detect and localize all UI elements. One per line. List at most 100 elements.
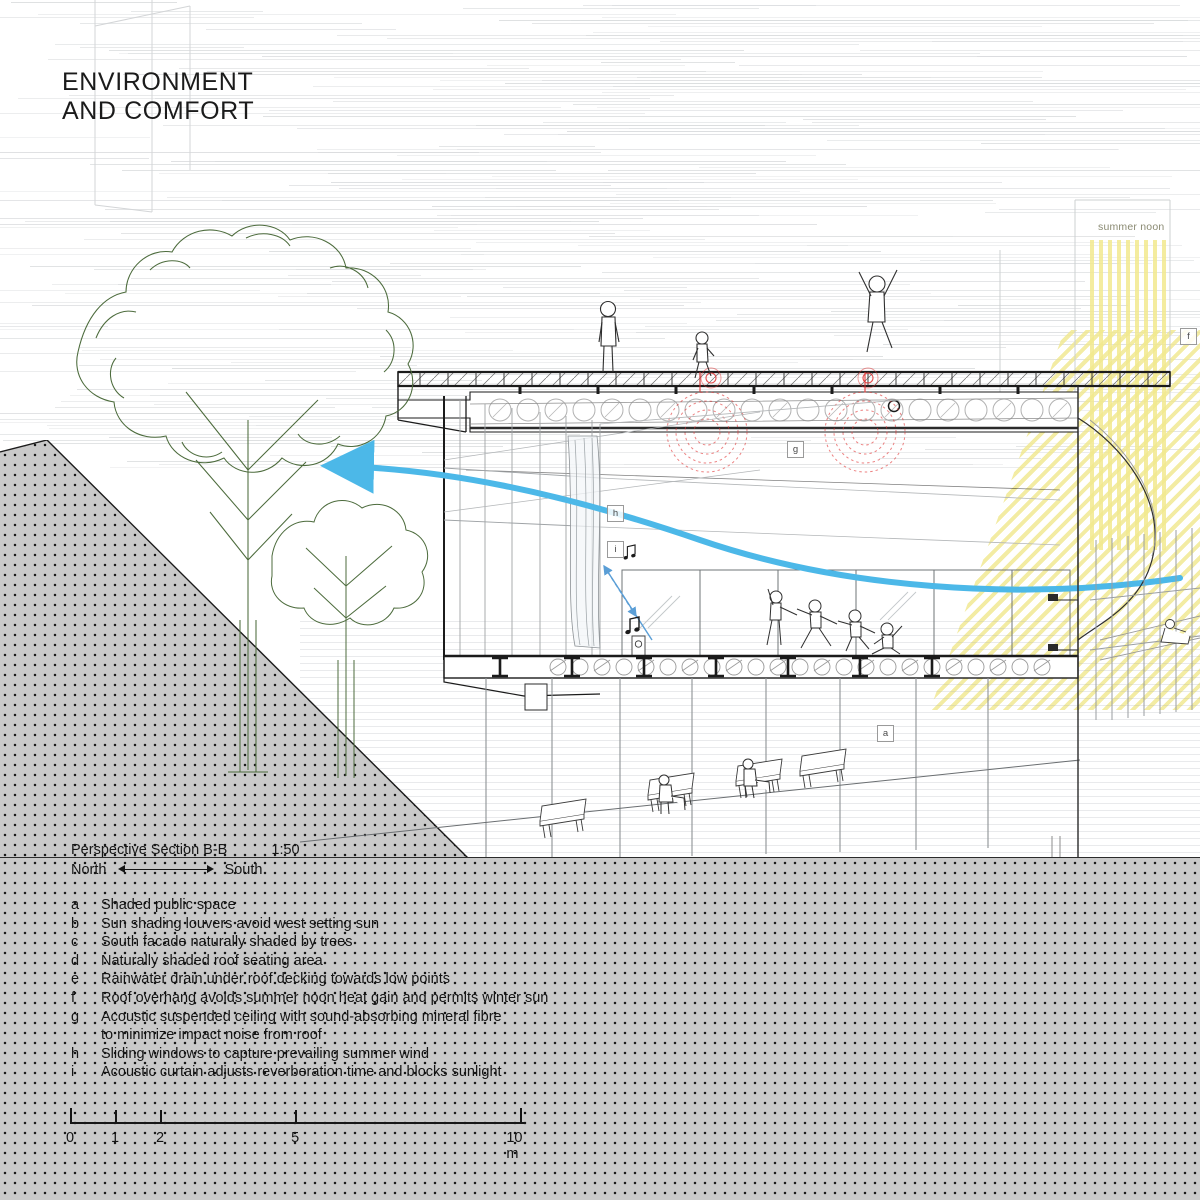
sky-hatch-line (0, 371, 356, 372)
legend-item-key: g (71, 1008, 80, 1025)
scale-tick (160, 1110, 162, 1123)
sky-hatch-line (38, 14, 677, 15)
ceiling-hangers (518, 386, 1020, 394)
ground-line (0, 857, 1200, 858)
sky-hatch-line (79, 365, 417, 366)
sky-hatch-line (171, 368, 975, 369)
legend-item-text: Roof overhang avoids summer noon heat ga… (101, 989, 549, 1006)
sky-hatch-line (980, 143, 1200, 144)
service-core-right (1048, 386, 1079, 860)
legend-item-key: f (71, 989, 76, 1006)
sky-hatch-line (118, 284, 331, 285)
sky-hatch-line (54, 44, 859, 45)
sky-hatch-line (610, 347, 1007, 348)
sky-hatch-line (0, 191, 800, 192)
callout-marker-h: h (607, 505, 624, 522)
sky-hatch-line (636, 77, 1042, 78)
sky-hatch-line (602, 92, 1200, 93)
sky-hatch-line (660, 41, 1184, 42)
sky-hatch-line (288, 185, 611, 186)
sky-hatch-line (698, 167, 1110, 168)
direction-arrow-icon (117, 864, 214, 874)
drawing-caption: Perspective Section B-B 1:50 North South (71, 840, 300, 880)
sky-hatch-line (984, 212, 1156, 213)
tree-small (270, 500, 428, 778)
sky-hatch-line (755, 263, 1152, 264)
sky-hatch-line (616, 194, 1200, 195)
sky-hatch-line (93, 269, 474, 270)
sky-hatch-line (499, 20, 1189, 21)
scale-bar-line (70, 1122, 525, 1124)
legend-item-text: Rainwater drain under roof decking towar… (101, 971, 450, 988)
sky-hatch-line (563, 452, 1121, 453)
sky-hatch-line (607, 170, 1200, 171)
sky-hatch-line (449, 317, 1200, 318)
sky-hatch-line (806, 245, 1182, 246)
sky-hatch-line (292, 224, 477, 225)
sky-hatch-line (0, 422, 764, 423)
sky-hatch-line (108, 50, 745, 51)
sky-hatch-line (261, 56, 1131, 57)
sky-hatch-line (944, 320, 1104, 321)
legend-item-key: e (71, 971, 80, 988)
sky-hatch-line (306, 293, 601, 294)
sky-hatch-line (357, 308, 1081, 309)
sky-hatch-line (328, 173, 756, 174)
sky-hatch-line (640, 299, 1200, 300)
sky-hatch-line (463, 8, 760, 9)
sky-hatch-line (487, 65, 685, 66)
scale-tick-label: 2 (156, 1130, 165, 1146)
sky-hatch-line (566, 131, 1200, 132)
rooftop-figures (598, 269, 898, 379)
acoustic-impact-ripples (666, 367, 906, 473)
sky-hatch-line (496, 188, 668, 189)
sky-hatch-line (503, 134, 1200, 135)
sky-hatch-line (919, 260, 1194, 261)
sky-hatch-line (624, 290, 1200, 291)
sky-hatch-line (48, 428, 737, 429)
sky-hatch-line (505, 83, 1200, 84)
scale-tick-label: 5 (291, 1130, 300, 1146)
sky-hatch-line (577, 245, 849, 246)
sky-hatch-line (51, 284, 910, 285)
legend-item-text: Naturally shaded roof seating area (101, 952, 323, 969)
roof-west-end (397, 386, 467, 433)
legend-item-text: South facade naturally shaded by trees (101, 934, 353, 951)
sky-hatch-line (376, 467, 1105, 468)
callout-marker-i: i (607, 541, 624, 558)
sky-hatch-line (0, 17, 254, 18)
ground-fill (0, 858, 1200, 1200)
legend-item-text: Sun shading louvers avoid west setting s… (101, 915, 380, 932)
sky-hatch-line (0, 113, 646, 114)
structure-perspective-lines (443, 399, 1061, 546)
sky-hatch-line (0, 338, 665, 339)
sky-hatch-line (716, 320, 1165, 321)
scale-tick (295, 1110, 297, 1123)
sky-hatch-line (313, 86, 821, 87)
tree-large (76, 224, 414, 773)
sky-hatch-line (168, 383, 607, 384)
sky-hatch-line (154, 98, 651, 99)
sky-hatching (0, 0, 1200, 470)
sky-hatch-line (277, 296, 462, 297)
sky-hatch-line (831, 311, 1200, 312)
sky-hatch-line (331, 281, 1085, 282)
sky-hatch-line (439, 80, 789, 81)
sky-hatch-line (205, 29, 396, 30)
callout-marker-a: a (877, 725, 894, 742)
sky-hatch-line (31, 305, 685, 306)
drawing-name: Perspective Section B-B (71, 842, 228, 858)
sky-hatch-line (0, 302, 702, 303)
sky-hatch-line (79, 47, 244, 48)
sky-hatch-line (84, 239, 706, 240)
sky-hatch-line (0, 248, 472, 249)
sky-hatch-line (279, 329, 909, 330)
summer-wind-arrow (320, 439, 1183, 593)
sky-hatch-line (18, 98, 230, 99)
background-buildings-left (94, 0, 191, 213)
sky-hatch-line (860, 50, 1200, 51)
